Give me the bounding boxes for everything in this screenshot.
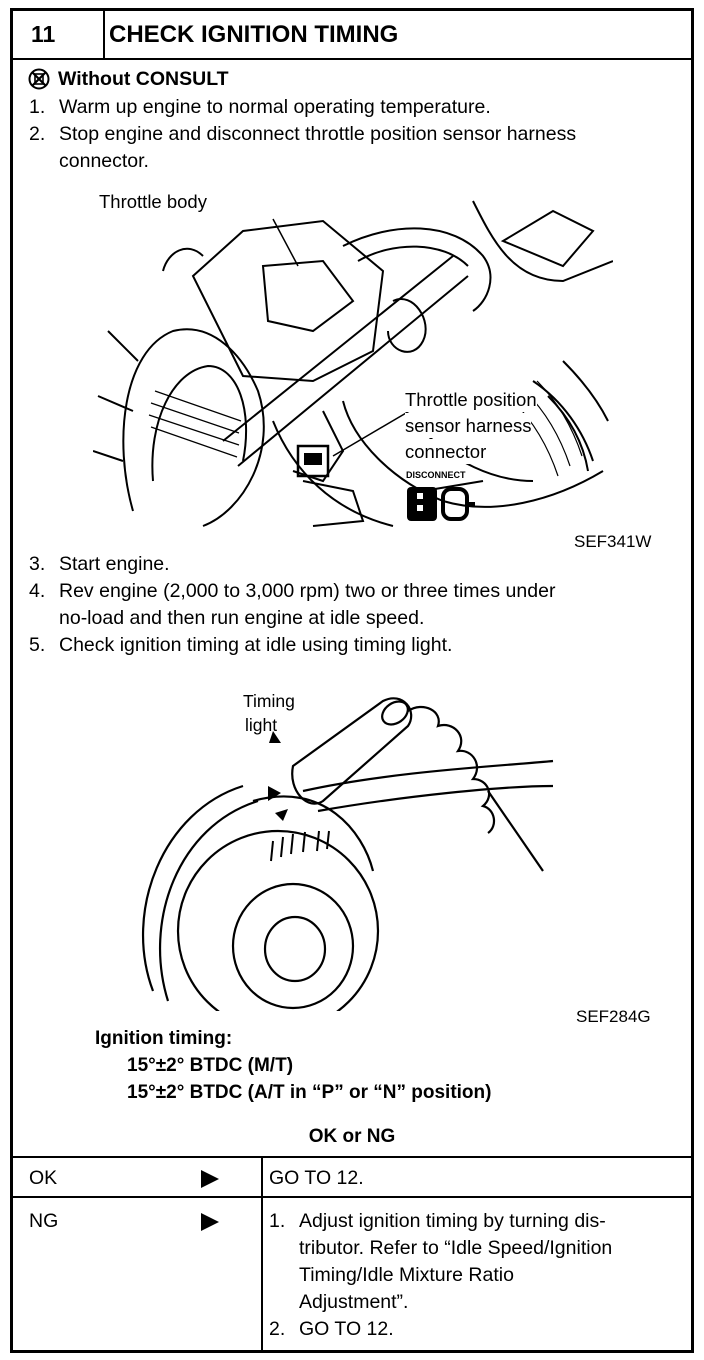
- ng-item-2-text: GO TO 12.: [299, 1318, 394, 1340]
- ng-item-2-number: 2.: [269, 1318, 286, 1340]
- step-2-text-cont: connector.: [59, 150, 149, 172]
- ng-item-1-line-4: Adjustment”.: [299, 1291, 409, 1313]
- ok-arrow-icon: [201, 1170, 219, 1188]
- step-2-number: 2.: [29, 123, 46, 145]
- spec-title: Ignition timing:: [95, 1028, 233, 1049]
- step-5-text: Check ignition timing at idle using timi…: [59, 634, 453, 656]
- result-table-top: [13, 1156, 691, 1158]
- step-number: 11: [13, 11, 105, 58]
- ok-or-ng-heading: OK or NG: [308, 1126, 396, 1147]
- procedure-page: 11 CHECK IGNITION TIMING Without CONSULT…: [10, 8, 694, 1353]
- step-3-text: Start engine.: [59, 553, 170, 575]
- ng-item-1-line-2: tributor. Refer to “Idle Speed/Ignition: [299, 1237, 613, 1259]
- step-4-number: 4.: [29, 580, 46, 602]
- disconnect-label: DISCONNECT: [406, 470, 466, 480]
- step-3-number: 3.: [29, 553, 46, 575]
- ok-status: OK: [29, 1167, 58, 1189]
- step-2-text: Stop engine and disconnect throttle posi…: [59, 123, 577, 145]
- ng-item-1-line-3: Timing/Idle Mixture Ratio: [299, 1264, 514, 1286]
- ng-item-1-number: 1.: [269, 1210, 286, 1232]
- figure2-code: SEF284G: [576, 1007, 651, 1026]
- figure1-code: SEF341W: [574, 532, 652, 551]
- ok-action: GO TO 12.: [269, 1167, 364, 1189]
- step-header: 11 CHECK IGNITION TIMING: [13, 11, 691, 60]
- tps-label-2: sensor harness: [405, 413, 532, 438]
- spec-line-2: 15°±2° BTDC (A/T in “P” or “N” position): [127, 1082, 492, 1103]
- step-title: CHECK IGNITION TIMING: [109, 21, 399, 48]
- step-1-text: Warm up engine to normal operating tempe…: [59, 96, 491, 118]
- ng-arrow-icon: [201, 1213, 219, 1231]
- tps-label-3: connector: [405, 439, 487, 464]
- tps-label-1: Throttle position: [405, 387, 537, 412]
- result-row-divider: [13, 1196, 691, 1198]
- ng-item-1-line-1: Adjust ignition timing by turning dis-: [299, 1210, 606, 1232]
- step-4-text: Rev engine (2,000 to 3,000 rpm) two or t…: [59, 580, 556, 602]
- ng-status: NG: [29, 1210, 59, 1232]
- timing-light-illustration: [141, 697, 554, 1011]
- without-consult-heading: Without CONSULT: [58, 68, 229, 90]
- step-1-number: 1.: [29, 96, 46, 118]
- step-4-text-cont: no-load and then run engine at idle spee…: [59, 607, 425, 629]
- throttle-body-label: Throttle body: [99, 189, 207, 214]
- step-5-number: 5.: [29, 634, 46, 656]
- disconnect-connector-icon: [407, 487, 475, 521]
- timing-light-label-2: light: [245, 715, 278, 735]
- spec-line-1: 15°±2° BTDC (M/T): [127, 1055, 294, 1076]
- no-consult-icon: [28, 68, 50, 90]
- engine-bay-illustration: [93, 200, 613, 527]
- result-table-column-divider: [261, 1156, 263, 1350]
- timing-light-label-1: Timing: [243, 691, 295, 711]
